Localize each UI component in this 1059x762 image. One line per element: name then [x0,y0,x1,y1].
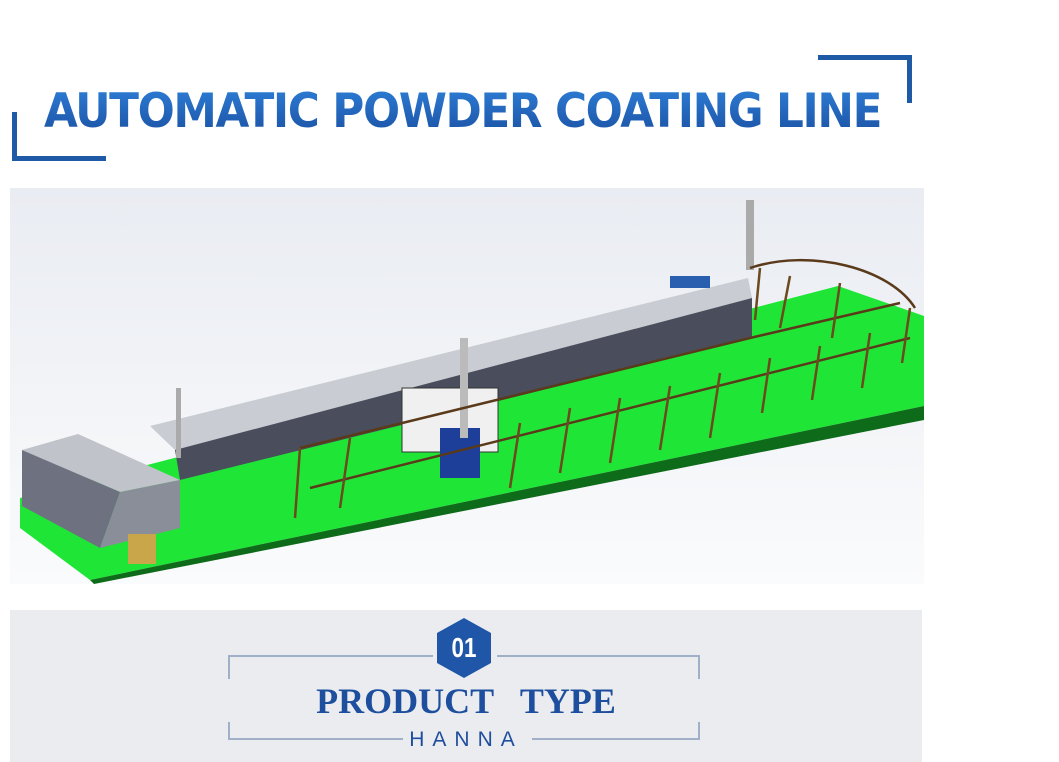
corner-bracket-bottom-left [12,156,106,161]
corner-bracket-top-right [907,55,912,103]
divider [497,655,700,657]
divider [228,722,230,740]
heater-unit [670,276,710,288]
page-title: AUTOMATIC POWDER COATING LINE [44,84,882,139]
cure-box-roof [22,434,180,492]
divider [698,655,700,679]
divider [228,738,403,740]
divider [228,655,230,679]
coating-line-render [10,188,924,584]
conveyor-track [299,258,917,490]
divider [228,655,433,657]
corner-bracket-top-right [818,55,912,60]
oven-roof [150,278,752,450]
section-title: PRODUCT TYPE [316,681,616,721]
divider [532,738,700,740]
section-number: 01 [451,632,477,663]
control-cabinet [128,534,156,564]
hexagon-badge [437,618,491,678]
divider [698,722,700,740]
section-header: 01 PRODUCT TYPE HANNA [10,610,922,762]
brand-name: HANNA [409,728,523,751]
corner-bracket-bottom-left [12,112,17,161]
cure-box-wall [22,450,120,548]
